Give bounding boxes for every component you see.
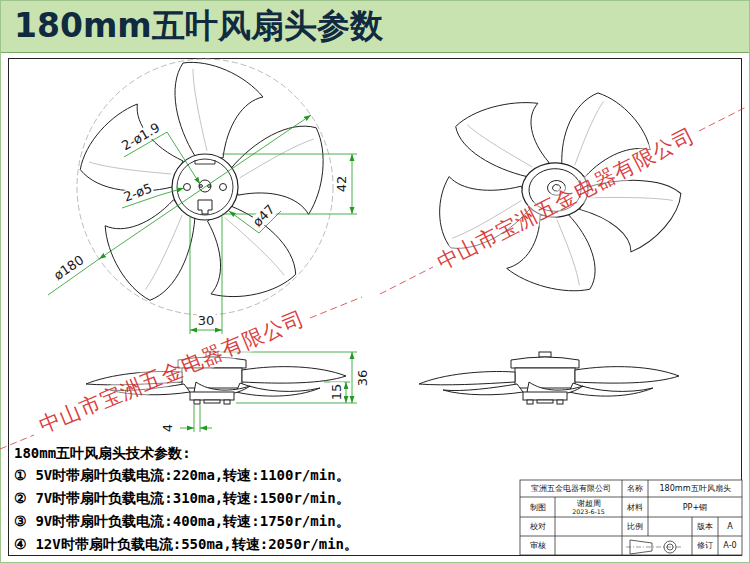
table-cell: A	[718, 517, 742, 536]
perspective-view	[377, 49, 736, 342]
drawing-part	[520, 497, 742, 536]
dimension-label: 2-ø5	[121, 181, 155, 205]
table-cell: 谢超周	[555, 497, 622, 509]
spec-line: ② 7V时带扇叶负载电流:310ma,转速:1500r/min。	[14, 489, 350, 507]
drawing-part	[380, 267, 433, 294]
dimension-line	[190, 330, 222, 331]
table-cell: 名称	[622, 480, 648, 497]
table-cell: 校对	[520, 517, 555, 536]
dimension-line	[352, 154, 353, 214]
extension-line	[222, 154, 357, 214]
table-cell: 180mm五叶风扇头	[648, 480, 742, 497]
extension-line	[220, 352, 357, 403]
dimension-label: 36	[356, 369, 370, 388]
dimension-label: 42	[335, 175, 349, 194]
table-cell: 2023-6-15	[555, 508, 622, 517]
dimension-label: 2-ø1.9	[119, 120, 164, 154]
watermark-dash	[0, 106, 748, 449]
watermark: 中山市宝洲五金电器有限公司	[433, 123, 699, 274]
blade-set	[77, 62, 341, 322]
watermark: 中山市宝洲五金电器有限公司	[35, 306, 308, 438]
table-cell: 材料	[622, 497, 648, 517]
dimension-line	[180, 428, 194, 429]
page-title: 180mm五叶风扇头参数	[14, 5, 383, 47]
mount-hole	[184, 184, 191, 191]
dimension-line	[200, 428, 212, 429]
table-cell: 宝洲五金电器有限公司	[520, 480, 622, 497]
dimension-label: 4	[161, 423, 175, 433]
mount-hole	[220, 184, 227, 191]
hub-notch	[195, 160, 215, 164]
front-dimensions	[48, 115, 357, 334]
dimension-line	[352, 352, 353, 403]
table-cell: 版本	[692, 517, 718, 536]
table-cell: PP+铜	[648, 497, 742, 517]
drawing-part	[520, 480, 742, 555]
front-view	[77, 59, 341, 322]
title-band	[1, 1, 750, 53]
table-cell: A-0	[718, 536, 742, 555]
dimension-line	[99, 115, 311, 259]
table-cell: 制图	[520, 497, 555, 517]
dimension-label: 30	[197, 314, 216, 328]
extension-line	[190, 216, 222, 334]
center-line	[626, 547, 682, 548]
title-block	[520, 480, 742, 555]
spec-line: ① 5V时带扇叶负载电流:220ma,转速:1100r/min。	[14, 466, 350, 484]
dimension-line	[346, 382, 347, 403]
spec-heading: 180mm五叶风扇头技术参数:	[14, 444, 191, 462]
key-slot	[198, 200, 212, 214]
table-cell: 比例	[622, 517, 648, 536]
extension-line	[194, 405, 200, 432]
small-hole	[200, 185, 203, 188]
dimension-label: 15	[330, 383, 344, 402]
side-view	[419, 352, 679, 404]
drawing-part	[699, 106, 748, 131]
drawing-part	[377, 49, 736, 342]
drawing-part	[310, 297, 362, 318]
spec-line: ③ 9V时带扇叶负载电流:400ma,转速:1750r/min。	[14, 512, 350, 530]
dimension-label: ø180	[51, 252, 88, 283]
table-cell: 修订	[692, 536, 718, 555]
spec-line: ④ 12V时带扇叶负载电流:550ma,转速:2050r/min。	[14, 535, 358, 553]
table-cell: 审核	[520, 536, 555, 555]
dimension-label: ø47	[250, 202, 279, 231]
